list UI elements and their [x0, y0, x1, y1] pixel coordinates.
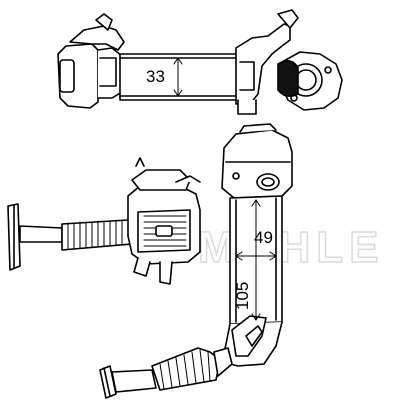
brand-watermark: MAHLE	[198, 223, 384, 272]
dim-label-105: 105	[233, 282, 252, 310]
dim-105	[251, 199, 261, 321]
dim-33	[173, 57, 183, 97]
left-flex-pipe-assembly	[7, 157, 201, 285]
vertical-egr-cooler	[221, 123, 293, 367]
dim-label-33: 33	[146, 67, 165, 86]
top-egr-cooler	[57, 9, 343, 115]
seal-ring	[277, 60, 299, 98]
bottom-pipe-flange	[99, 365, 117, 399]
bottom-flex-pipe-assembly	[99, 347, 233, 399]
dim-label-49: 49	[254, 228, 273, 247]
vertical-top-flange	[221, 129, 293, 199]
top-cooler-body	[119, 53, 239, 101]
